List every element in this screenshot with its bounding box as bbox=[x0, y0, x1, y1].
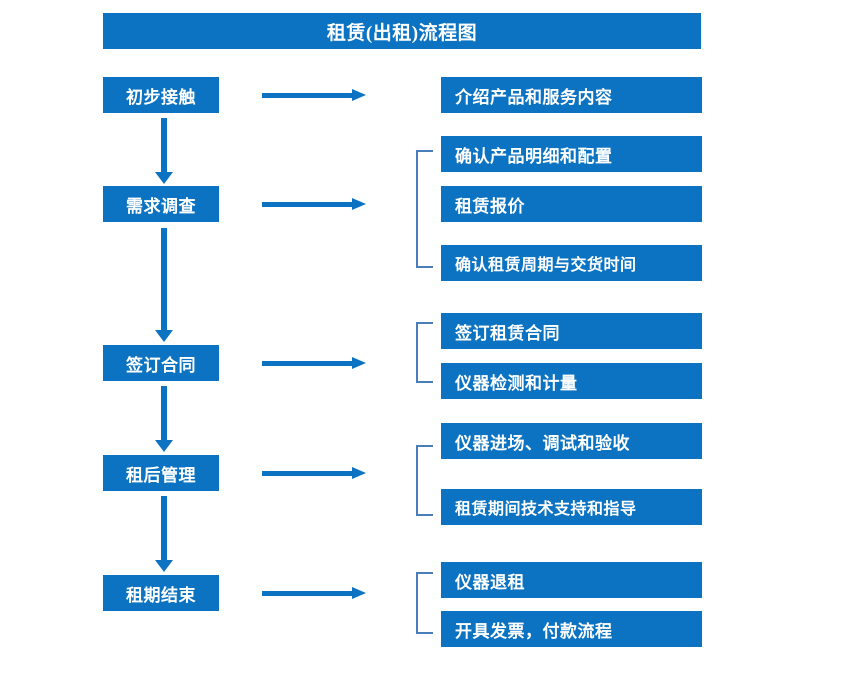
detail-box-8[interactable]: 租赁期间技术支持和指导 bbox=[441, 489, 702, 525]
arrow-shaft bbox=[262, 591, 352, 596]
arrow-shaft bbox=[161, 228, 167, 330]
arrow-head bbox=[352, 357, 366, 369]
vertical-arrow-2 bbox=[155, 228, 173, 342]
vertical-arrow-4 bbox=[155, 496, 173, 572]
horizontal-arrow-3 bbox=[262, 355, 366, 371]
detail-box-3[interactable]: 租赁报价 bbox=[441, 186, 702, 222]
group-bracket-4 bbox=[416, 445, 433, 516]
arrow-head bbox=[155, 172, 173, 184]
arrow-shaft bbox=[262, 471, 352, 476]
horizontal-arrow-1 bbox=[262, 87, 366, 103]
stage-box-2[interactable]: 需求调查 bbox=[103, 186, 219, 222]
arrow-shaft bbox=[161, 386, 167, 440]
group-bracket-5 bbox=[416, 572, 433, 634]
detail-box-4[interactable]: 确认租赁周期与交货时间 bbox=[441, 245, 702, 281]
horizontal-arrow-2 bbox=[262, 196, 366, 212]
arrow-shaft bbox=[262, 361, 352, 366]
detail-box-5[interactable]: 签订租赁合同 bbox=[441, 313, 702, 349]
stage-box-3[interactable]: 签订合同 bbox=[103, 345, 219, 381]
horizontal-arrow-4 bbox=[262, 465, 366, 481]
group-bracket-2 bbox=[416, 150, 433, 268]
vertical-arrow-1 bbox=[155, 118, 173, 184]
detail-box-2[interactable]: 确认产品明细和配置 bbox=[441, 136, 702, 172]
stage-box-5[interactable]: 租期结束 bbox=[103, 575, 219, 611]
arrow-shaft bbox=[262, 202, 352, 207]
arrow-head bbox=[352, 198, 366, 210]
detail-box-7[interactable]: 仪器进场、调试和验收 bbox=[441, 423, 702, 459]
detail-box-9[interactable]: 仪器退租 bbox=[441, 562, 702, 598]
horizontal-arrow-5 bbox=[262, 585, 366, 601]
detail-box-1[interactable]: 介绍产品和服务内容 bbox=[441, 77, 702, 113]
group-bracket-3 bbox=[416, 322, 433, 383]
arrow-shaft bbox=[161, 118, 167, 172]
arrow-head bbox=[155, 440, 173, 452]
page-title: 租赁(出租)流程图 bbox=[103, 13, 701, 49]
arrow-head bbox=[352, 467, 366, 479]
arrow-shaft bbox=[161, 496, 167, 560]
arrow-head bbox=[352, 89, 366, 101]
arrow-head bbox=[155, 560, 173, 572]
vertical-arrow-3 bbox=[155, 386, 173, 452]
arrow-head bbox=[352, 587, 366, 599]
stage-box-1[interactable]: 初步接触 bbox=[103, 77, 219, 113]
detail-box-10[interactable]: 开具发票，付款流程 bbox=[441, 611, 702, 647]
detail-box-6[interactable]: 仪器检测和计量 bbox=[441, 363, 702, 399]
stage-box-4[interactable]: 租后管理 bbox=[103, 455, 219, 491]
arrow-head bbox=[155, 330, 173, 342]
arrow-shaft bbox=[262, 93, 352, 98]
